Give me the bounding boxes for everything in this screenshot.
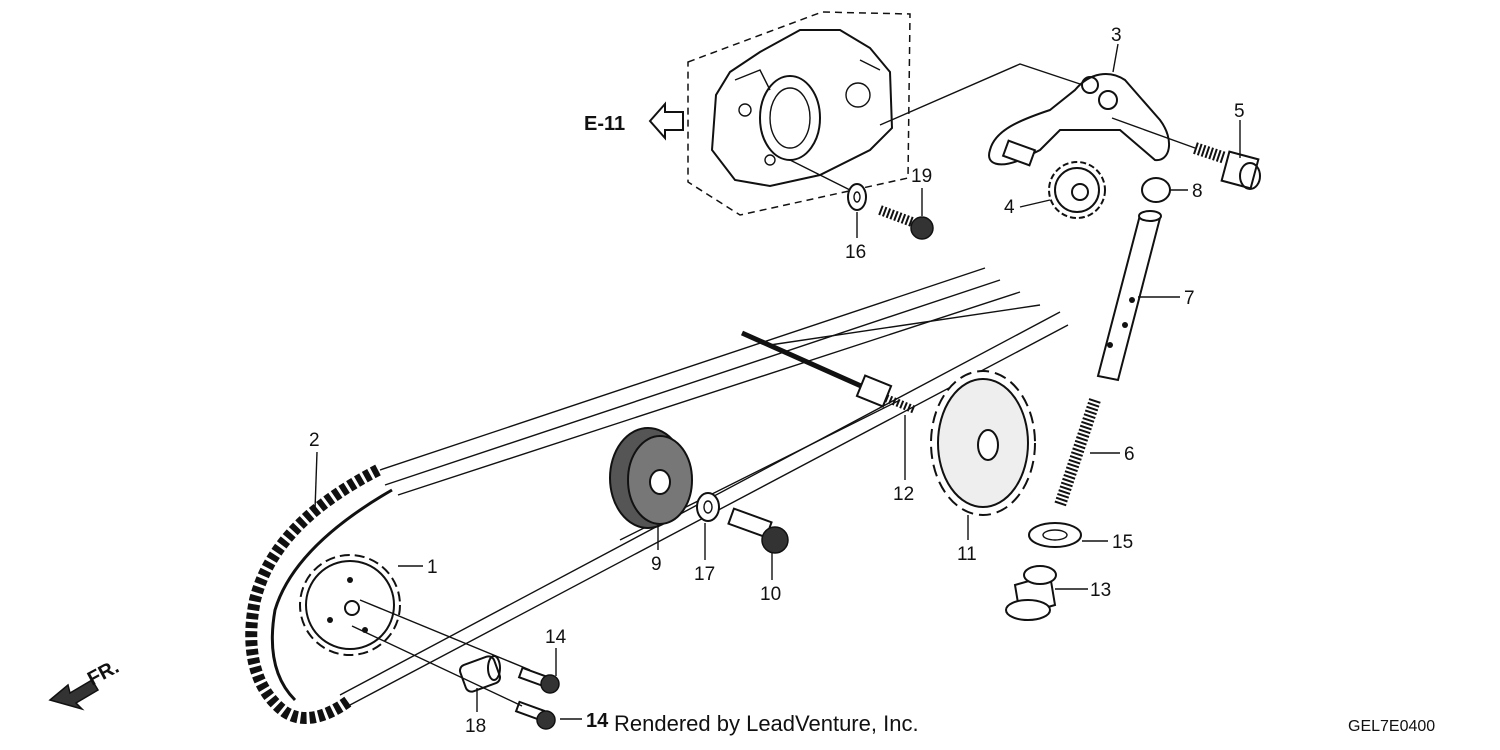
spacer-collar[interactable] (458, 655, 502, 694)
callout-1[interactable]: 1 (427, 557, 438, 578)
drive-sprocket[interactable] (299, 554, 401, 656)
credit-text: Rendered by LeadVenture, Inc. (614, 711, 919, 736)
reference-label: E-11 (584, 113, 625, 135)
callout-11[interactable]: 11 (957, 544, 977, 565)
callout-16[interactable]: 16 (845, 242, 866, 263)
callout-10[interactable]: 10 (760, 584, 781, 605)
tensioner-rod[interactable] (1096, 210, 1162, 382)
callout-9[interactable]: 9 (651, 554, 662, 575)
bolt-19[interactable] (878, 205, 934, 240)
callout-3[interactable]: 3 (1111, 25, 1122, 46)
callout-19[interactable]: 19 (911, 166, 932, 187)
tensioner-bracket[interactable] (988, 73, 1170, 167)
guide-sprocket[interactable] (1048, 161, 1106, 219)
sealing-washer[interactable] (1028, 522, 1082, 548)
callout-6[interactable]: 6 (1124, 444, 1135, 465)
tensioner-cap[interactable] (1141, 177, 1171, 203)
cam-chain[interactable] (245, 464, 393, 724)
diagram-code: GEL7E0400 (1348, 718, 1435, 735)
callout-4[interactable]: 4 (1004, 197, 1015, 218)
callout-18[interactable]: 18 (465, 716, 486, 737)
front-indicator: FR. (48, 656, 123, 711)
left-arrow-icon (648, 101, 684, 141)
washer-16[interactable] (847, 183, 867, 211)
cam-sprocket[interactable] (930, 370, 1036, 516)
callout-5[interactable]: 5 (1234, 101, 1245, 122)
callout-14-lower[interactable]: 14 (586, 710, 609, 732)
washer-17[interactable] (696, 492, 720, 522)
callout-7[interactable]: 7 (1184, 288, 1195, 309)
callout-2[interactable]: 2 (309, 430, 320, 451)
tensioner-roller[interactable] (609, 427, 693, 529)
bolt-14-lower[interactable] (514, 700, 556, 730)
reference-e-11[interactable]: E-11 (584, 101, 684, 141)
front-arrow-icon (48, 678, 100, 711)
callout-13[interactable]: 13 (1090, 580, 1111, 601)
sealing-plug[interactable] (1005, 565, 1057, 621)
callout-leaders (314, 43, 1241, 720)
engine-case-reference (687, 11, 911, 216)
bolt-14-upper[interactable] (517, 666, 560, 694)
bracket-bolt[interactable] (1193, 142, 1261, 190)
tensioner-spring[interactable] (1054, 398, 1101, 507)
callout-15[interactable]: 15 (1112, 532, 1133, 553)
callout-12[interactable]: 12 (893, 484, 914, 505)
callout-14-upper[interactable]: 14 (545, 627, 567, 648)
tensioner-shaft[interactable] (740, 330, 917, 414)
callout-8[interactable]: 8 (1192, 181, 1203, 202)
callout-numbers: 1 2 3 4 5 6 7 8 9 10 11 12 13 14 14 15 1… (309, 25, 1245, 737)
roller-bolt[interactable] (727, 507, 789, 554)
callout-17[interactable]: 17 (694, 564, 715, 585)
